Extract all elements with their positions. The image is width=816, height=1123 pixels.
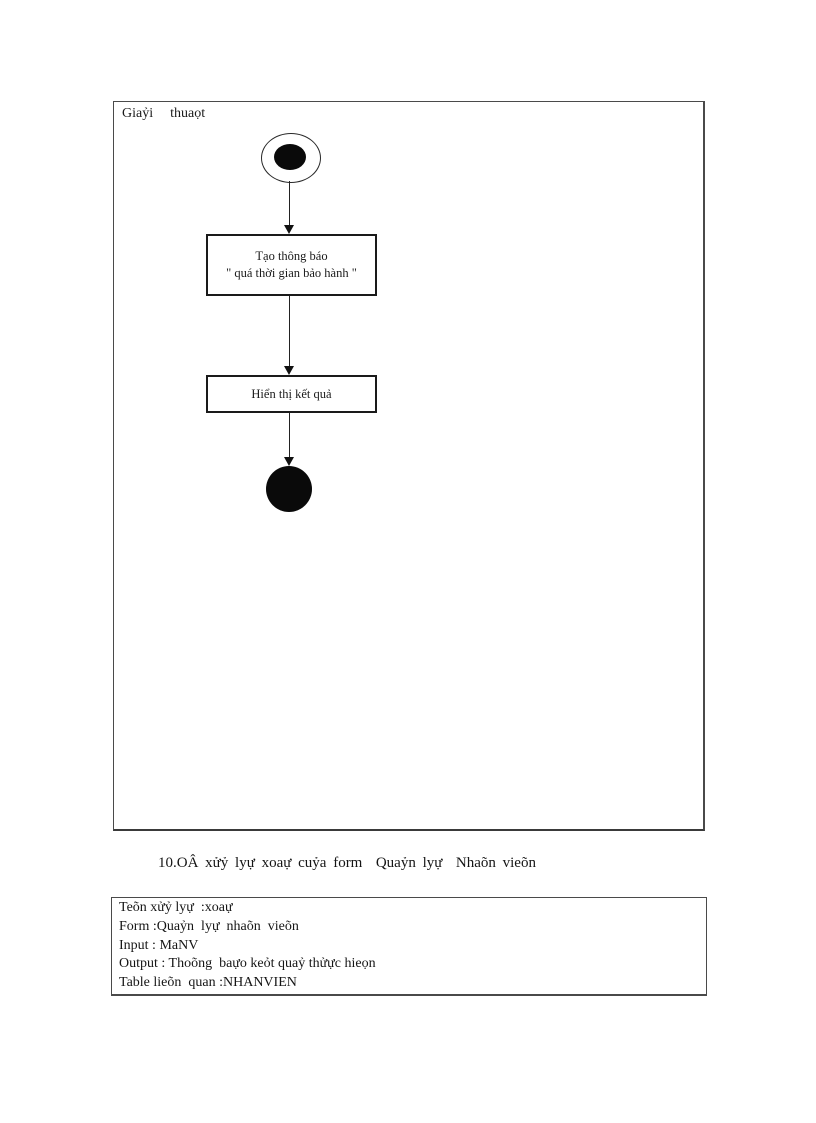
arrowhead-down-icon <box>284 366 294 375</box>
flow-arrow-line-1 <box>289 181 290 226</box>
activity-start-node <box>261 133 321 183</box>
action-box-line: Hiển thị kết quả <box>251 386 332 401</box>
info-row-output: Output : Thoõng baựo keỏt quaỷ thửực hie… <box>119 956 376 972</box>
info-row-form: Form :Quaỷn lyự nhaõn vieõn <box>119 918 299 934</box>
activity-end-node <box>266 466 312 512</box>
info-row-ten-xu-ly: Teõn xửỷ lyự :xoaự <box>119 900 233 915</box>
algorithm-diagram-frame: Giaỷi thuaọt Tạo thông báo " quá thời gi… <box>113 101 705 831</box>
process-info-box: Teõn xửỷ lyự :xoaự Form :Quaỷn lyự nhaõn… <box>111 897 707 996</box>
action-box-line: " quá thời gian bảo hành " <box>226 266 357 280</box>
diagram-title: Giaỷi thuaọt <box>122 106 206 121</box>
info-row-input: Input : MaNV <box>119 937 199 953</box>
flow-arrow-line-2 <box>289 296 290 366</box>
info-row-table: Table lieõn quan :NHANVIEN <box>119 975 297 991</box>
start-node-filled-dot-icon <box>274 144 306 170</box>
action-box-display-result: Hiển thị kết quả <box>206 375 377 413</box>
arrowhead-down-icon <box>284 225 294 234</box>
action-box-line: Tạo thông báo <box>255 249 328 263</box>
flow-arrow-line-3 <box>289 413 290 457</box>
arrowhead-down-icon <box>284 457 294 466</box>
section-heading: 10.OÂ xửỷ lyự xoaự cuỷa form Quaỷn lyự N… <box>158 855 536 871</box>
action-box-create-message: Tạo thông báo " quá thời gian bảo hành " <box>206 234 377 296</box>
